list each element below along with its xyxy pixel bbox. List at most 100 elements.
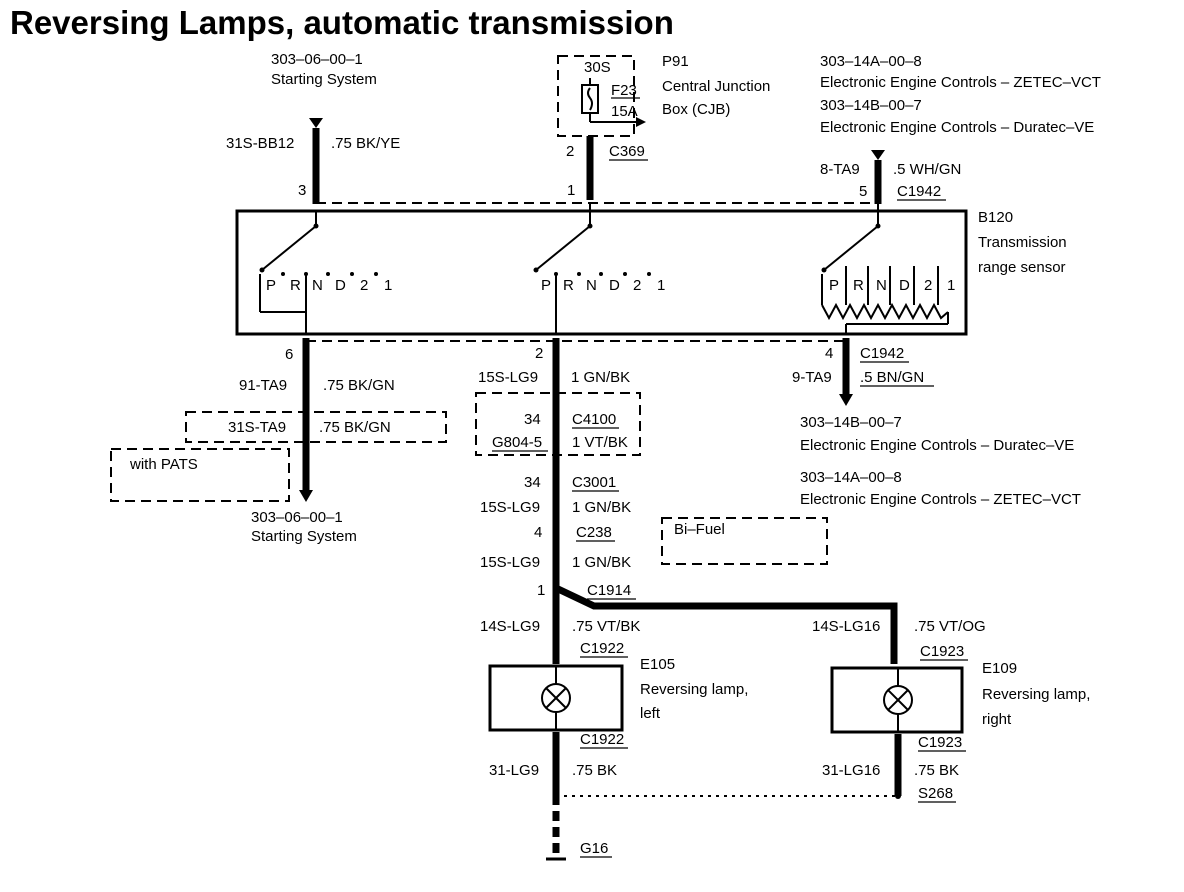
91-ta9-pin: 6 xyxy=(285,346,293,363)
reversing-lamp-left: E105 Reversing lamp, left xyxy=(488,656,748,732)
8-ta9-circuit: 8-TA9 xyxy=(820,161,860,178)
c238-spec: 1 GN/BK xyxy=(572,554,631,571)
91-ta9-spec: .75 BK/GN xyxy=(323,377,395,394)
eec-zetec-ref-top-name: Electronic Engine Controls – ZETEC–VCT xyxy=(820,74,1101,91)
g804-5-spec: 1 VT/BK xyxy=(572,434,628,451)
sensor-name-line1: Transmission xyxy=(978,234,1067,251)
c369-sensor-pin: 1 xyxy=(567,182,575,199)
c1922-bottom-connector: C1922 xyxy=(580,731,624,748)
starting-system-ref-top-code: 303–06–00–1 xyxy=(271,51,363,68)
switch2-pos-r: R xyxy=(563,277,574,294)
sensor-ref: B120 xyxy=(978,209,1013,226)
switch1-pos-n: N xyxy=(312,277,323,294)
15s-lg9-spec: 1 GN/BK xyxy=(571,369,630,386)
resistor-ladder xyxy=(821,302,949,321)
option-bi-fuel: Bi–Fuel xyxy=(674,521,725,538)
c238-pin: 4 xyxy=(534,524,542,541)
9-ta9-connector: C1942 xyxy=(860,345,904,362)
14s-lg9-circuit: 14S-LG9 xyxy=(480,618,540,635)
transmission-range-sensor: B120 Transmission range sensor P R N D 2… xyxy=(235,204,1067,336)
sensor-outline xyxy=(235,209,968,336)
arrow-down-icon xyxy=(309,118,323,128)
31s-ta9-circuit: 31S-TA9 xyxy=(228,419,286,436)
15s-lg9-pin: 2 xyxy=(535,345,543,362)
reversing-lamp-right: E109 Reversing lamp, right xyxy=(830,660,1090,734)
g804-5-circuit: G804-5 xyxy=(492,434,542,451)
c3001-circuit: 15S-LG9 xyxy=(480,499,540,516)
eec-duratec-ref-mid-code: 303–14B–00–7 xyxy=(800,414,902,431)
14s-lg16-circuit: 14S-LG16 xyxy=(812,618,880,635)
31s-bb12-spec: .75 BK/YE xyxy=(331,135,400,152)
c369-connector: C369 xyxy=(609,143,645,160)
c369-pin: 2 xyxy=(566,143,574,160)
eec-duratec-ref-top-code: 303–14B–00–7 xyxy=(820,97,922,114)
lamp-left-name-line2: left xyxy=(640,705,661,722)
starting-system-ref-bottom-name: Starting System xyxy=(251,528,357,545)
31-lg16-circuit: 31-LG16 xyxy=(822,762,880,779)
c4100-connector: C4100 xyxy=(572,411,616,428)
c238-circuit: 15S-LG9 xyxy=(480,554,540,571)
14s-lg9-spec: .75 VT/BK xyxy=(572,618,640,635)
c4100-pin: 34 xyxy=(524,411,541,428)
fuse-rating: 15A xyxy=(611,103,638,120)
31-lg16-spec: .75 BK xyxy=(914,762,959,779)
c238-connector: C238 xyxy=(576,524,612,541)
eec-zetec-ref-mid-code: 303–14A–00–8 xyxy=(800,469,902,486)
9-ta9-circuit: 9-TA9 xyxy=(792,369,832,386)
starting-system-ref-bottom-code: 303–06–00–1 xyxy=(251,509,343,526)
switch3-pos-p: P xyxy=(829,277,839,294)
c1914-connector: C1914 xyxy=(587,582,631,599)
switch2-pos-2: 2 xyxy=(633,277,641,294)
eec-zetec-ref-top-code: 303–14A–00–8 xyxy=(820,53,922,70)
9-ta9-spec: .5 BN/GN xyxy=(860,369,924,386)
31s-bb12-pin: 3 xyxy=(298,182,306,199)
eec-duratec-ref-mid-name: Electronic Engine Controls – Duratec–VE xyxy=(800,437,1074,454)
page-title: Reversing Lamps, automatic transmission xyxy=(10,4,674,41)
switch1-pos-1: 1 xyxy=(384,277,392,294)
switch1-pos-r: R xyxy=(290,277,301,294)
arrow-down-icon xyxy=(839,394,853,406)
arrow-down-icon xyxy=(871,150,885,160)
arrow-down-icon xyxy=(299,490,313,502)
c3001-spec: 1 GN/BK xyxy=(572,499,631,516)
cjb-name-line1: Central Junction xyxy=(662,78,770,95)
option-box-c4100 xyxy=(475,392,641,456)
switch2-pos-p: P xyxy=(541,277,551,294)
lamp-left-name-line1: Reversing lamp, xyxy=(640,681,748,698)
ground-g16: G16 xyxy=(580,840,608,857)
31-lg9-spec: .75 BK xyxy=(572,762,617,779)
cjb-feed-label: 30S xyxy=(584,59,611,76)
arrow-icon xyxy=(636,117,646,127)
c1923-top-connector: C1923 xyxy=(920,643,964,660)
option-with-pats: with PATS xyxy=(129,456,198,473)
8-ta9-connector: C1942 xyxy=(897,183,941,200)
lamp-left-ref: E105 xyxy=(640,656,675,673)
lamp-right-name-line1: Reversing lamp, xyxy=(982,686,1090,703)
91-ta9-circuit: 91-TA9 xyxy=(239,377,287,394)
cjb-name-line2: Box (CJB) xyxy=(662,101,730,118)
switch2-pos-1: 1 xyxy=(657,277,665,294)
31s-ta9-spec: .75 BK/GN xyxy=(319,419,391,436)
central-junction-box: 30S F23 15A P91 Central Junction Box (CJ… xyxy=(557,53,770,137)
31s-bb12-circuit: 31S-BB12 xyxy=(226,135,294,152)
lamp-right-ref: E109 xyxy=(982,660,1017,677)
sensor-name-line2: range sensor xyxy=(978,259,1066,276)
c3001-pin: 34 xyxy=(524,474,541,491)
switch3-pos-2: 2 xyxy=(924,277,932,294)
option-box-pats xyxy=(110,448,290,502)
splice-s268: S268 xyxy=(918,785,953,802)
switch3-pos-1: 1 xyxy=(947,277,955,294)
c1922-top-connector: C1922 xyxy=(580,640,624,657)
switch2-pos-d: D xyxy=(609,277,620,294)
fuse-number: F23 xyxy=(611,82,637,99)
c1923-bottom-connector: C1923 xyxy=(918,734,962,751)
option-box-bi-fuel xyxy=(661,517,828,565)
switch3-pos-r: R xyxy=(853,277,864,294)
switch1-pos-d: D xyxy=(335,277,346,294)
switch3-pos-d: D xyxy=(899,277,910,294)
switch1-pos-p: P xyxy=(266,277,276,294)
switch2-pos-n: N xyxy=(586,277,597,294)
lamp-right-name-line2: right xyxy=(982,711,1012,728)
eec-zetec-ref-mid-name: Electronic Engine Controls – ZETEC–VCT xyxy=(800,491,1081,508)
